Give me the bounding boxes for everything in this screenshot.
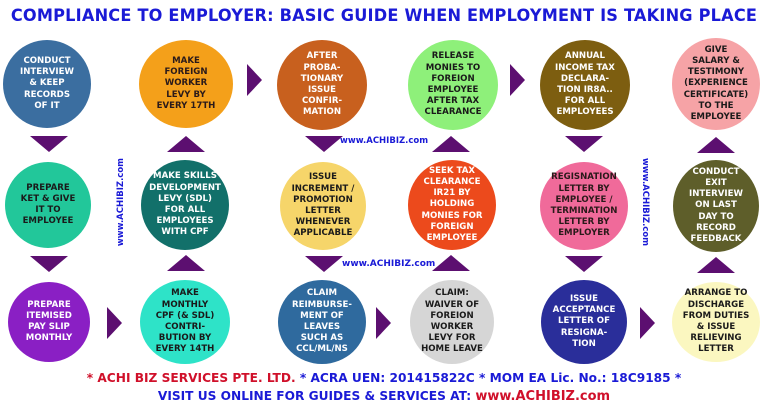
arrow-down-icon — [565, 256, 603, 272]
arrow-up-icon — [432, 255, 470, 271]
step-issue-acceptance-letter: ISSUE ACCEPTANCE LETTER OF RESIGNA- TION — [541, 280, 627, 364]
visit-online-line: VISIT US ONLINE FOR GUIDES & SERVICES AT… — [0, 389, 768, 404]
step-monthly-cpf-contribution: MAKE MONTHLY CPF (& SDL) CONTRI- BUTION … — [140, 280, 230, 364]
watermark-url-vertical: www.ACHIBIZ.com — [116, 157, 126, 247]
watermark-url: www.ACHIBIZ.com — [340, 136, 429, 146]
arrow-up-icon — [167, 136, 205, 152]
arrow-down-icon — [30, 136, 68, 152]
license-info: * ACRA UEN: 201415822C * MOM EA Lic. No.… — [295, 371, 682, 385]
arrow-up-icon — [697, 257, 735, 273]
arrow-right-icon — [107, 307, 122, 339]
arrow-right-icon — [640, 307, 655, 339]
arrow-up-icon — [432, 136, 470, 152]
website-link[interactable]: www.ACHIBIZ.com — [475, 389, 611, 404]
company-name: * ACHI BIZ SERVICES PTE. LTD. — [86, 371, 296, 385]
step-claim-levy-waiver: CLAIM: WAIVER OF FOREION WORKER LEVY FOR… — [410, 280, 494, 364]
step-conduct-interview: CONDUCT INTERVIEW & KEEP RECORDS OF IT — [3, 40, 91, 128]
step-exit-interview: CONDUCT EXIT INTERVIEW ON LAST DAY TO RE… — [673, 160, 759, 252]
arrow-up-icon — [697, 137, 735, 153]
arrow-down-icon — [305, 136, 343, 152]
step-resignation-termination-letter: REGISNATION LETTER BY EMPLOYEE / TERMINA… — [540, 162, 628, 250]
visit-text: VISIT US ONLINE FOR GUIDES & SERVICES AT… — [157, 389, 476, 403]
step-prepare-ket: PREPARE KET & GIVE IT TO EMPLOYEE — [5, 162, 91, 248]
company-info-line: * ACHI BIZ SERVICES PTE. LTD. * ACRA UEN… — [0, 371, 768, 385]
step-seek-tax-clearance: SEEK TAX CLEARANCE IR21 BY HOLDING MONIE… — [408, 160, 496, 250]
step-probation-confirmation: AFTER PROBA- TIONARY ISSUE CONFIR- MATIO… — [277, 40, 367, 130]
arrow-right-icon — [376, 307, 391, 339]
step-skills-development-levy: MAKE SKILLS DEVELOPMENT LEVY (SDL) FOR A… — [141, 160, 229, 250]
page-title: COMPLIANCE TO EMPLOYER: BASIC GUIDE WHEN… — [10, 6, 758, 25]
step-increment-promotion: ISSUE INCREMENT / PROMOTION LETTER WHENE… — [280, 162, 366, 250]
step-annual-income-tax: ANNUAL INCOME TAX DECLARA- TION IR8A.. F… — [540, 40, 630, 130]
step-itemised-pay-slip: PREPARE ITEMISED PAY SLIP MONTHLY — [8, 282, 90, 362]
arrow-down-icon — [305, 256, 343, 272]
arrow-up-icon — [167, 255, 205, 271]
step-discharge-relieving-letter: ARRANGE TO DISCHARGE FROM DUTIES & ISSUE… — [672, 282, 760, 362]
arrow-right-icon — [510, 64, 525, 96]
watermark-url: www.ACHIBIZ.com — [342, 259, 436, 269]
step-foreign-worker-levy: MAKE FOREIGN WORKER LEVY BY EVERY 17TH — [139, 40, 233, 128]
watermark-url-vertical: www.ACHIBIZ.com — [640, 157, 650, 247]
arrow-right-icon — [247, 64, 262, 96]
step-give-salary-testimony: GIVE SALARY & TESTIMONY (EXPERIENCE CERT… — [672, 38, 760, 130]
step-claim-leave-reimbursement: CLAIM REIMBURSE- MENT OF LEAVES SUCH AS … — [278, 280, 366, 364]
arrow-down-icon — [565, 136, 603, 152]
arrow-down-icon — [30, 256, 68, 272]
step-release-monies: RELEASE MONIES TO FOREION EMPLOYEE AFTER… — [408, 40, 498, 130]
